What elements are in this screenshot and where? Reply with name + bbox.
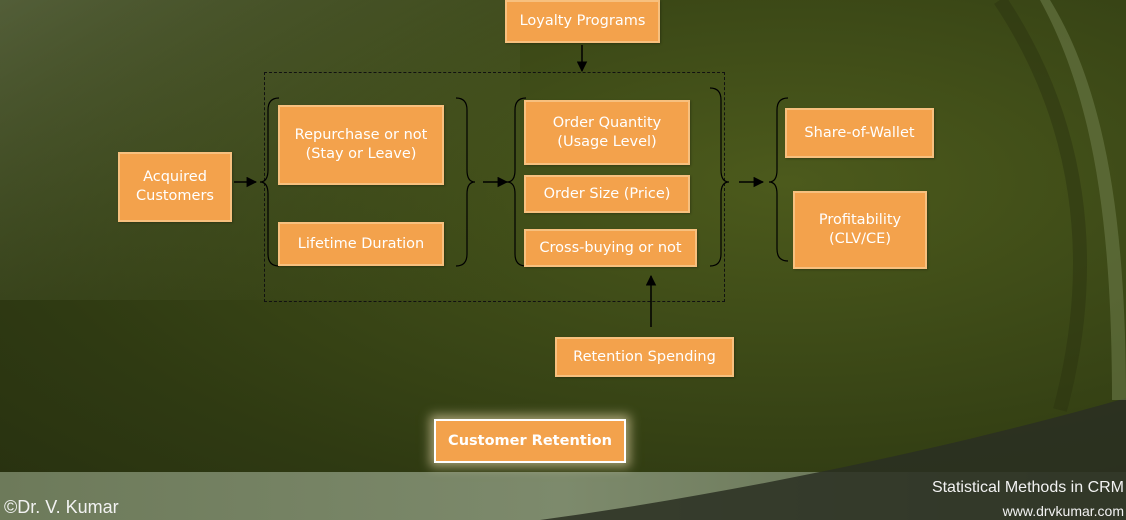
retention-process-boundary	[264, 72, 725, 302]
brace-stage1-right	[455, 97, 476, 267]
footer-author: ©Dr. V. Kumar	[4, 497, 119, 517]
share-of-wallet-box: Share-of-Wallet	[785, 108, 934, 158]
order-size-box: Order Size (Price)	[524, 175, 690, 213]
brace-outcomes-left	[768, 97, 789, 262]
retention-spending-box: Retention Spending	[555, 337, 734, 377]
footer-course: Statistical Methods in CRM	[931, 479, 1124, 496]
acquired-customers-box: Acquired Customers	[118, 152, 232, 222]
footer-website: www.drvkumar.com	[1002, 503, 1124, 519]
repurchase-box: Repurchase or not (Stay or Leave)	[278, 105, 444, 185]
profitability-box: Profitability (CLV/CE)	[793, 191, 927, 269]
diagram-title: Customer Retention	[434, 419, 626, 463]
swoosh-shadow	[994, 0, 1087, 412]
swoosh-light	[1040, 0, 1126, 400]
lifetime-duration-box: Lifetime Duration	[278, 222, 444, 266]
cross-buying-box: Cross-buying or not	[524, 229, 697, 267]
order-quantity-box: Order Quantity (Usage Level)	[524, 100, 690, 165]
brace-stage2-right	[709, 87, 730, 267]
brace-stage2-left	[506, 97, 527, 267]
swoosh-dark	[540, 398, 1126, 520]
brace-stage1-left	[259, 97, 280, 267]
loyalty-programs-box: Loyalty Programs	[505, 0, 660, 43]
